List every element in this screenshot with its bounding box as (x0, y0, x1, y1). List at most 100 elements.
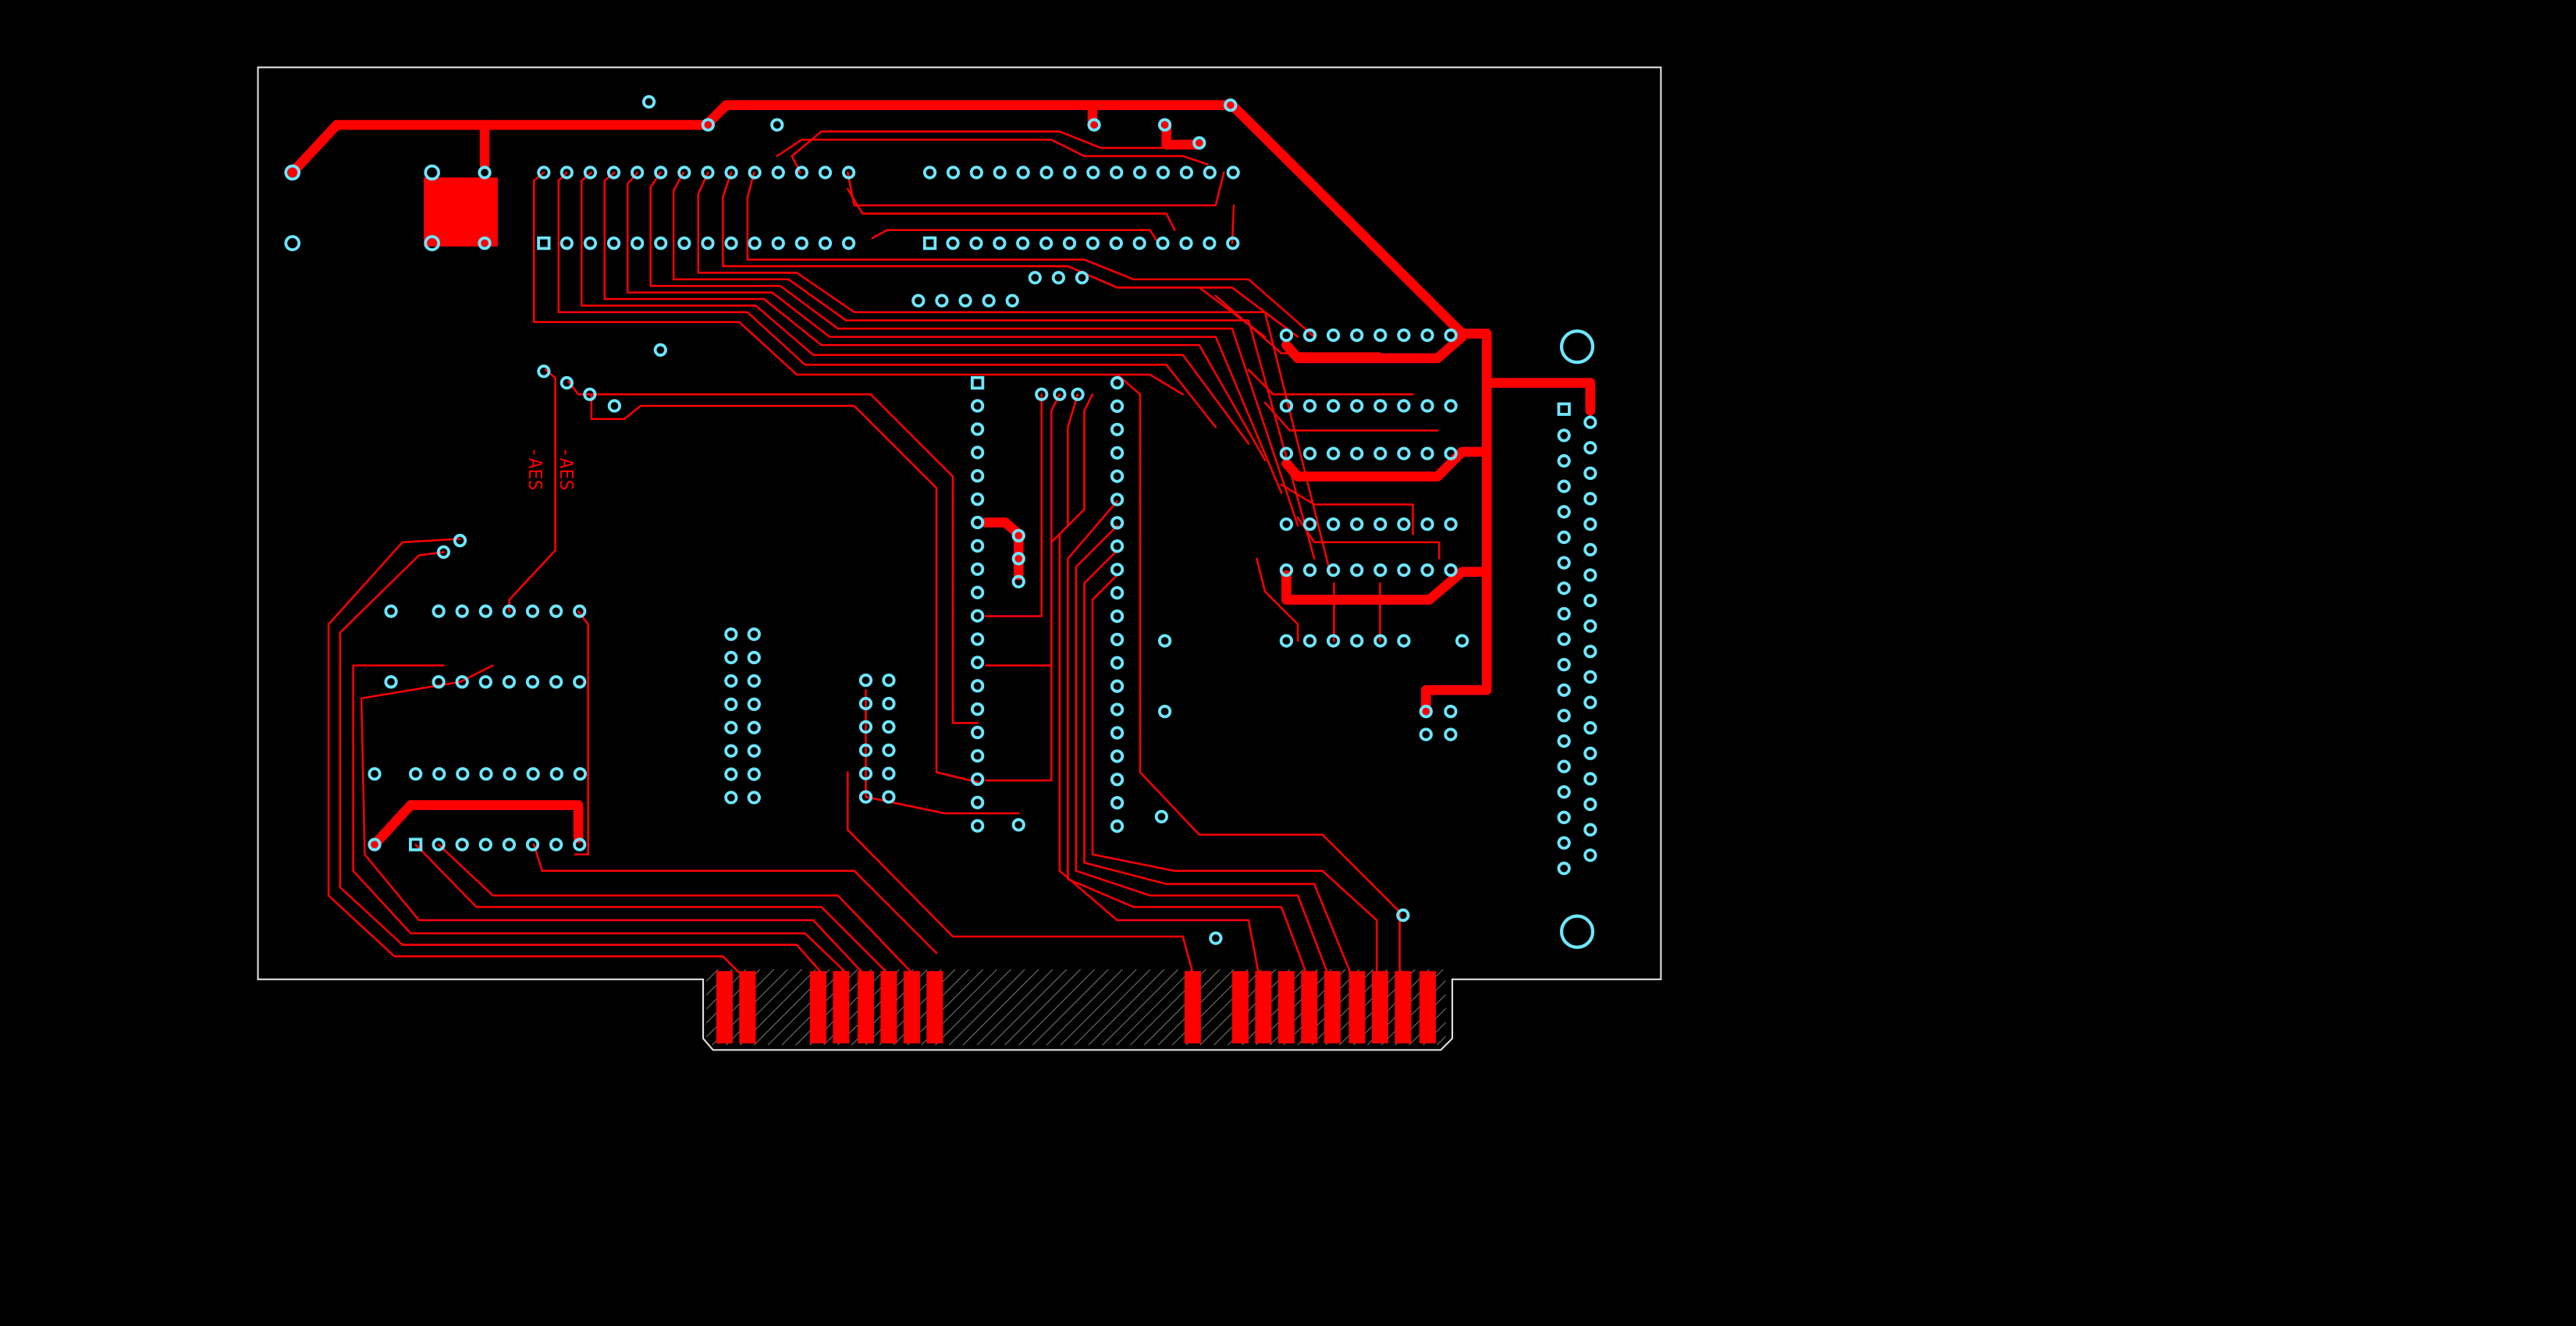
via (770, 118, 784, 132)
trace (1280, 483, 1414, 535)
ic-pin (818, 236, 833, 251)
ic-pin (478, 604, 492, 618)
trace (776, 138, 1209, 165)
ic-pin (1179, 165, 1194, 180)
via (424, 235, 440, 251)
pad (1373, 634, 1387, 648)
header-pin (747, 674, 761, 688)
edge-finger (1371, 971, 1388, 1043)
trace (649, 171, 1299, 527)
connector-pin (1583, 772, 1597, 786)
header-pin (858, 766, 873, 780)
ic-pin (1110, 656, 1125, 670)
ic-pin (1110, 563, 1125, 577)
ic-pin (1156, 165, 1171, 180)
ic-pin (654, 236, 668, 251)
trace (327, 538, 741, 974)
ic-pin (970, 492, 985, 507)
ic-pin (537, 165, 551, 180)
ic-pin (771, 165, 785, 180)
via (1154, 809, 1169, 823)
edge-finger (1231, 971, 1249, 1043)
ic-pin (1156, 236, 1170, 251)
pad (1326, 399, 1341, 413)
ic-pin (1039, 165, 1053, 180)
ic-pin (1110, 632, 1125, 647)
power-trace (1161, 119, 1205, 150)
pad (436, 545, 451, 560)
connector-pin (1557, 759, 1571, 773)
pad (1350, 563, 1364, 578)
trace (1214, 294, 1381, 354)
header-pin (882, 766, 896, 780)
ic-pin (970, 656, 985, 670)
pad (1397, 634, 1411, 648)
ic-pin (1039, 236, 1053, 251)
silkscreen-label: -AES (524, 447, 545, 491)
ic-pin (970, 748, 985, 763)
ic-pin (455, 837, 469, 851)
ic-pin (748, 165, 762, 180)
header-pin (747, 627, 761, 642)
ic-pin (549, 675, 563, 689)
edge-finger (739, 971, 756, 1043)
trace (1067, 499, 1307, 974)
power-trace (1281, 567, 1492, 605)
ic-pin (701, 165, 715, 180)
ic-pin (1110, 399, 1125, 414)
pad (1326, 446, 1341, 460)
ic-pin (993, 165, 1007, 180)
ic-pin (970, 585, 985, 599)
power-trace (1281, 446, 1492, 482)
ic-pin (432, 675, 446, 689)
trace (567, 380, 979, 724)
pad (911, 293, 926, 308)
ic-pin (503, 766, 517, 781)
ic-pin (573, 837, 587, 851)
ic-pin (1110, 702, 1125, 716)
trace (580, 171, 1250, 445)
pad (1397, 399, 1411, 413)
ic-pin (549, 604, 563, 618)
trace (672, 171, 1316, 560)
ic-pin (922, 165, 937, 180)
trace (1263, 401, 1439, 432)
trace (352, 664, 847, 974)
ic-pin (1086, 165, 1100, 180)
edge-finger (1301, 971, 1318, 1043)
board-outline (257, 66, 1662, 1051)
pad (1444, 446, 1458, 460)
via (1157, 704, 1172, 719)
header-pin (882, 743, 896, 757)
trace (360, 664, 864, 974)
connector-pin (1583, 721, 1597, 735)
pad (1326, 517, 1341, 531)
via (284, 235, 301, 251)
pad (453, 534, 467, 548)
trace (847, 771, 1194, 974)
pad (1302, 634, 1317, 648)
trace (339, 551, 823, 974)
edge-finger (903, 971, 920, 1043)
ic-pin (970, 562, 985, 576)
pad (1011, 528, 1025, 542)
pad (1011, 574, 1025, 588)
header-pin (858, 673, 873, 688)
trace (791, 130, 1192, 174)
ic-pin (841, 165, 856, 180)
pad (1350, 446, 1364, 460)
ic-pin (970, 609, 985, 623)
ic-pin-1 (970, 375, 985, 390)
ic-pin (525, 604, 540, 618)
silkscreen-label: -AES (556, 447, 576, 491)
power-trace (369, 800, 584, 850)
header-pin (724, 697, 738, 711)
ic-pin (970, 702, 985, 716)
trace (414, 843, 889, 974)
via (1209, 931, 1223, 945)
edge-finger (716, 971, 733, 1043)
ic-pin (970, 399, 985, 413)
trace (722, 171, 1299, 338)
connector-pin (1583, 593, 1597, 608)
ic-pin (1109, 236, 1123, 251)
